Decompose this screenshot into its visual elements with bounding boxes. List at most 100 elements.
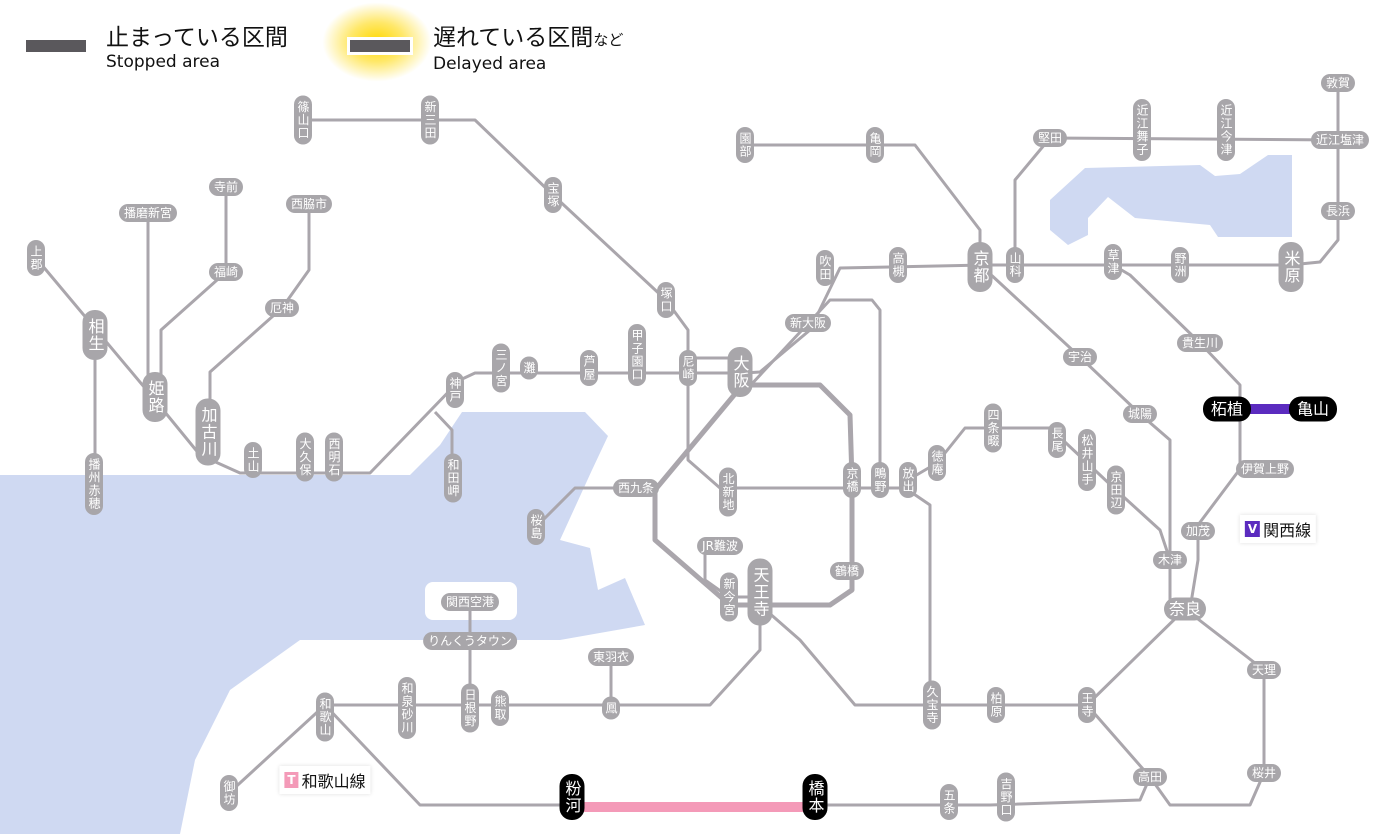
station-label[interactable]: 木津: [1152, 551, 1188, 569]
station-label[interactable]: 王寺: [1078, 687, 1096, 723]
station-label[interactable]: 宇治: [1062, 348, 1098, 366]
station-label[interactable]: JR難波: [697, 537, 743, 555]
station-label[interactable]: 西脇市: [285, 195, 333, 213]
legend-delayed-en: Delayed area: [433, 54, 547, 74]
station-label[interactable]: 播磨新宮: [118, 204, 178, 222]
station-label[interactable]: 天理: [1246, 661, 1282, 679]
station-label[interactable]: 宝塚: [544, 177, 562, 213]
station-label[interactable]: 徳庵: [928, 445, 946, 481]
station-label[interactable]: 東羽衣: [587, 648, 635, 666]
station-label[interactable]: 鶴橋: [829, 562, 865, 580]
legend-delayed: 遅れている区間など Delayed area: [322, 2, 623, 82]
station-label[interactable]: 野洲: [1171, 247, 1189, 283]
line-label-kansai[interactable]: V 関西線: [1239, 515, 1317, 543]
station-label[interactable]: 天王寺: [747, 558, 773, 626]
station-label[interactable]: 近江舞子: [1133, 99, 1151, 161]
station-label[interactable]: 伊賀上野: [1235, 460, 1295, 478]
station-label[interactable]: 加古川: [195, 398, 221, 466]
station-label[interactable]: 寺前: [208, 178, 244, 196]
station-label[interactable]: 草津: [1104, 244, 1122, 280]
legend-stopped-jp: 止まっている区間: [106, 25, 288, 51]
station-label[interactable]: 新三田: [421, 95, 439, 145]
station-label[interactable]: 芦屋: [580, 350, 598, 386]
station-label[interactable]: 鴫野: [871, 462, 889, 498]
station-label[interactable]: 北新地: [719, 467, 737, 517]
station-label[interactable]: 長浜: [1320, 202, 1356, 220]
station-label[interactable]: 和歌山: [316, 692, 334, 742]
station-label[interactable]: 貴生川: [1176, 334, 1224, 352]
station-label[interactable]: 吹田: [816, 250, 834, 286]
station-label[interactable]: 姫路: [142, 372, 168, 422]
station-label[interactable]: 園部: [736, 127, 754, 163]
station-label[interactable]: 新大阪: [784, 314, 832, 332]
station-label[interactable]: 放出: [899, 462, 917, 498]
station-label[interactable]: 堅田: [1032, 129, 1068, 147]
station-label[interactable]: 粉河: [559, 774, 585, 820]
station-label[interactable]: 桜島: [527, 509, 545, 545]
station-label[interactable]: 甲子園口: [628, 324, 646, 386]
station-label[interactable]: 高槻: [889, 247, 907, 283]
station-label[interactable]: 和田岬: [444, 453, 462, 503]
sagano-line: [745, 143, 982, 265]
station-label[interactable]: 熊取: [491, 690, 509, 726]
station-label[interactable]: 尼崎: [679, 350, 697, 386]
kosei-line: [1013, 136, 1341, 265]
station-label[interactable]: 山科: [1006, 247, 1024, 283]
station-label[interactable]: 京橋: [843, 462, 861, 498]
station-label[interactable]: 厄神: [264, 299, 300, 317]
station-label[interactable]: 加茂: [1180, 522, 1216, 540]
station-label[interactable]: 柏原: [987, 687, 1005, 723]
station-label[interactable]: 奈良: [1163, 597, 1207, 621]
station-label[interactable]: 上郡: [27, 240, 45, 276]
station-label[interactable]: 亀山: [1288, 396, 1338, 422]
kansai-line: [1188, 409, 1242, 610]
station-label[interactable]: 灘: [520, 356, 538, 380]
station-label[interactable]: 京田辺: [1107, 465, 1125, 515]
station-label[interactable]: 久宝寺: [923, 680, 941, 730]
station-label[interactable]: 土山: [244, 442, 262, 478]
station-label[interactable]: 大久保: [296, 432, 314, 482]
legend-stopped-en: Stopped area: [106, 52, 221, 72]
station-label[interactable]: 城陽: [1122, 405, 1158, 423]
station-label[interactable]: 西明石: [325, 432, 343, 482]
station-label[interactable]: 京都: [967, 242, 993, 292]
station-label[interactable]: 四条畷: [984, 403, 1002, 453]
wakayama-line-east: [815, 704, 1152, 807]
station-label[interactable]: 塚口: [657, 282, 675, 318]
station-label[interactable]: 新今宮: [720, 572, 738, 622]
station-label[interactable]: 神戸: [446, 372, 464, 408]
station-label[interactable]: 松井山手: [1078, 429, 1096, 491]
station-label[interactable]: 西九条: [612, 479, 660, 497]
wakayama-line-code: T: [284, 772, 299, 788]
west-coast: [0, 770, 30, 834]
katamachi-line: [907, 426, 1172, 561]
station-label[interactable]: 大阪: [727, 347, 753, 397]
station-label[interactable]: 米原: [1278, 242, 1304, 292]
station-label[interactable]: 播州赤穂: [85, 453, 103, 515]
station-label[interactable]: 日根野: [461, 683, 479, 733]
station-label[interactable]: 五条: [940, 784, 958, 820]
station-label[interactable]: 柘植: [1202, 396, 1252, 422]
station-label[interactable]: 敦賀: [1320, 74, 1356, 92]
station-label[interactable]: 三ノ宮: [492, 343, 510, 393]
kisei-line: [227, 703, 327, 795]
station-label[interactable]: 篠山口: [294, 95, 312, 145]
station-label[interactable]: 和泉砂川: [398, 677, 416, 739]
station-label[interactable]: 橋本: [802, 774, 828, 820]
line-label-wakayama[interactable]: T 和歌山線: [279, 766, 371, 794]
lake-biwa: [1050, 155, 1292, 245]
station-label[interactable]: 関西空港: [440, 593, 500, 611]
station-label[interactable]: 吉野口: [997, 772, 1015, 822]
station-label[interactable]: 長尾: [1048, 422, 1066, 458]
station-label[interactable]: 近江塩津: [1310, 131, 1370, 149]
station-label[interactable]: 鳳: [602, 696, 620, 720]
station-label[interactable]: 近江今津: [1217, 99, 1235, 161]
station-label[interactable]: 高田: [1132, 768, 1168, 786]
station-label[interactable]: 亀岡: [866, 127, 884, 163]
station-label[interactable]: 御坊: [220, 775, 238, 811]
bantan-line: [159, 187, 228, 397]
station-label[interactable]: りんくうタウン: [423, 632, 517, 650]
station-label[interactable]: 桜井: [1246, 764, 1282, 782]
station-label[interactable]: 相生: [82, 310, 108, 360]
station-label[interactable]: 福崎: [208, 263, 244, 281]
